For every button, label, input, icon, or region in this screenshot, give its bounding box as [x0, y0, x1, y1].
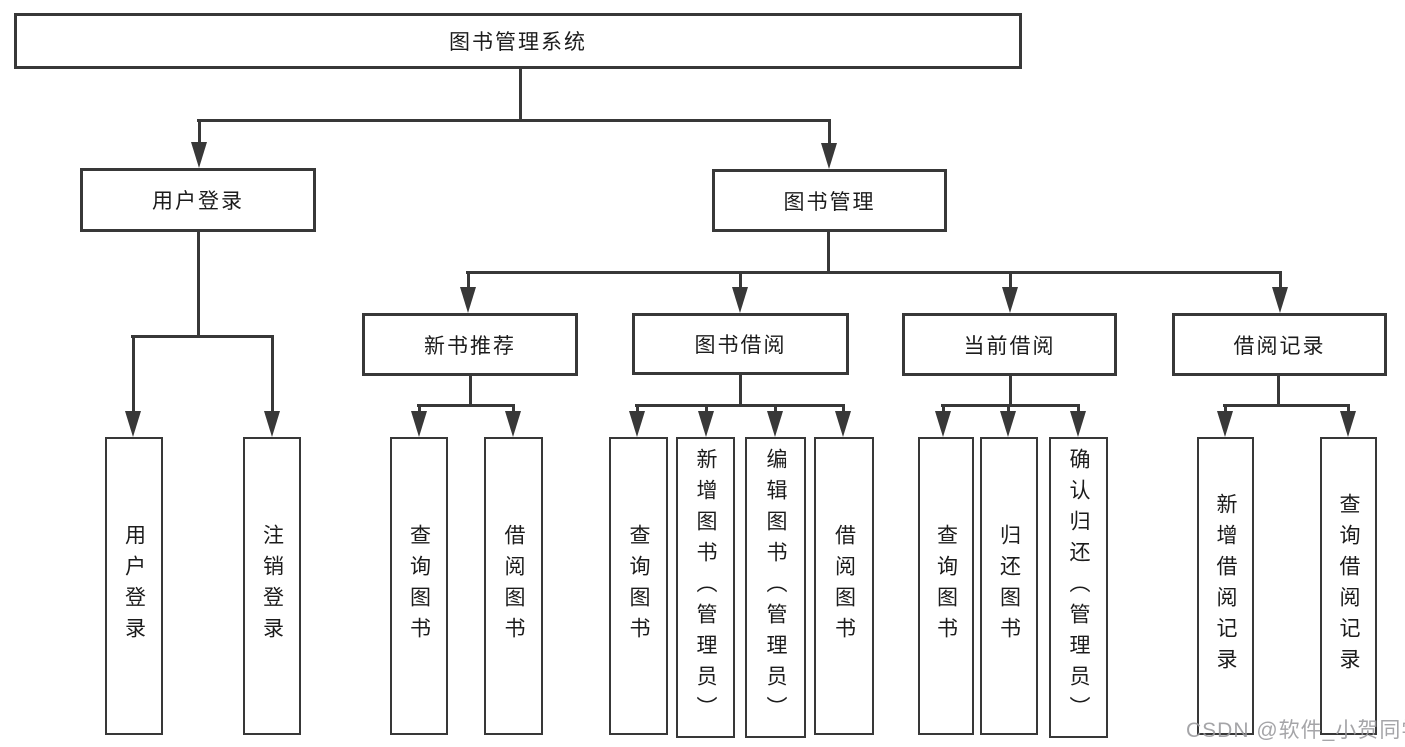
- leaf-edit-book-admin: 编辑图书（管理员）: [745, 437, 806, 738]
- arrow-down-icon: [698, 411, 714, 437]
- leaf-logout: 注销登录: [243, 437, 301, 735]
- leaf-confirm-return-admin: 确认归还（管理员）: [1049, 437, 1108, 738]
- leaf-user-login: 用户登录: [105, 437, 163, 735]
- arrow-down-icon: [411, 411, 427, 437]
- arrow-down-icon: [629, 411, 645, 437]
- leaf-query-borrow-record-label: 查询借阅记录: [1337, 493, 1360, 679]
- leaf-query-book-borrowing: 查询图书: [609, 437, 668, 735]
- leaf-query-book-current-label: 查询图书: [934, 524, 958, 648]
- node-current-borrowing: 当前借阅: [902, 313, 1117, 376]
- arrow-down-icon: [1070, 411, 1086, 437]
- tree-connector-line: [469, 376, 472, 407]
- arrow-down-icon: [835, 411, 851, 437]
- node-current-borrowing-label: 当前借阅: [963, 334, 1056, 358]
- tree-connector-line: [1223, 404, 1350, 407]
- arrow-down-icon: [767, 411, 783, 437]
- leaf-return-book: 归还图书: [980, 437, 1038, 735]
- tree-connector-line: [941, 404, 1080, 407]
- leaf-query-book-current: 查询图书: [918, 437, 974, 735]
- leaf-add-book-admin-label: 新增图书（管理员）: [694, 448, 717, 727]
- node-book-borrowing: 图书借阅: [632, 313, 849, 375]
- arrow-down-icon: [1340, 411, 1356, 437]
- node-root: 图书管理系统: [14, 13, 1022, 69]
- arrow-down-icon: [1217, 411, 1233, 437]
- tree-connector-line: [827, 232, 830, 274]
- tree-connector-line: [635, 404, 845, 407]
- tree-connector-line: [466, 271, 1282, 274]
- csdn-watermark: CSDN @软件_小贺同学: [1186, 719, 1405, 742]
- node-new-book-recommend-label: 新书推荐: [424, 334, 516, 358]
- tree-connector-line: [738, 273, 742, 293]
- tree-connector-line: [197, 121, 201, 148]
- arrow-down-icon: [1002, 287, 1018, 313]
- node-user-login: 用户登录: [80, 168, 316, 232]
- tree-connector-line: [466, 273, 470, 293]
- tree-connector-line: [131, 335, 274, 338]
- arrow-down-icon: [125, 411, 141, 437]
- node-book-borrowing-label: 图书借阅: [694, 334, 787, 357]
- arrow-down-icon: [732, 287, 748, 313]
- node-borrowing-records-label: 借阅记录: [1233, 334, 1326, 358]
- arrow-down-icon: [460, 287, 476, 313]
- arrow-down-icon: [935, 411, 951, 437]
- node-new-book-recommend: 新书推荐: [362, 313, 578, 376]
- leaf-confirm-return-admin-label: 确认归还（管理员）: [1067, 448, 1090, 727]
- leaf-user-login-label: 用户登录: [122, 524, 146, 648]
- tree-connector-line: [1277, 376, 1280, 407]
- tree-connector-line: [1009, 376, 1012, 407]
- leaf-logout-label: 注销登录: [260, 524, 284, 648]
- tree-connector-line: [197, 232, 200, 338]
- tree-connector-line: [131, 337, 135, 417]
- leaf-edit-book-admin-label: 编辑图书（管理员）: [764, 448, 787, 727]
- node-borrowing-records: 借阅记录: [1172, 313, 1387, 376]
- leaf-borrow-book-recommend: 借阅图书: [484, 437, 543, 735]
- arrow-down-icon: [264, 411, 280, 437]
- leaf-borrow-book-borrowing: 借阅图书: [814, 437, 874, 735]
- arrow-down-icon: [505, 411, 521, 437]
- tree-connector-line: [1008, 273, 1012, 293]
- tree-connector-line: [270, 337, 274, 417]
- leaf-query-book-borrowing-label: 查询图书: [627, 524, 650, 648]
- arrow-down-icon: [191, 142, 207, 168]
- tree-connector-line: [827, 121, 831, 149]
- tree-connector-line: [519, 69, 522, 121]
- leaf-query-book-recommend-label: 查询图书: [407, 524, 431, 648]
- node-user-login-label: 用户登录: [152, 190, 244, 213]
- node-root-label: 图书管理系统: [449, 31, 587, 54]
- node-book-management-label: 图书管理: [783, 190, 876, 214]
- leaf-query-borrow-record: 查询借阅记录: [1320, 437, 1377, 735]
- tree-connector-line: [417, 404, 515, 407]
- arrow-down-icon: [1272, 287, 1288, 313]
- tree-connector-line: [1278, 273, 1282, 293]
- arrow-down-icon: [1000, 411, 1016, 437]
- leaf-borrow-book-borrowing-label: 借阅图书: [832, 524, 856, 648]
- tree-connector-line: [197, 119, 831, 122]
- arrow-down-icon: [821, 143, 837, 169]
- tree-connector-line: [739, 375, 742, 407]
- leaf-return-book-label: 归还图书: [997, 524, 1021, 648]
- leaf-query-book-recommend: 查询图书: [390, 437, 448, 735]
- leaf-add-borrow-record-label: 新增借阅记录: [1214, 493, 1237, 679]
- leaf-borrow-book-recommend-label: 借阅图书: [502, 524, 525, 648]
- node-book-management: 图书管理: [712, 169, 947, 232]
- leaf-add-book-admin: 新增图书（管理员）: [676, 437, 735, 738]
- leaf-add-borrow-record: 新增借阅记录: [1197, 437, 1254, 735]
